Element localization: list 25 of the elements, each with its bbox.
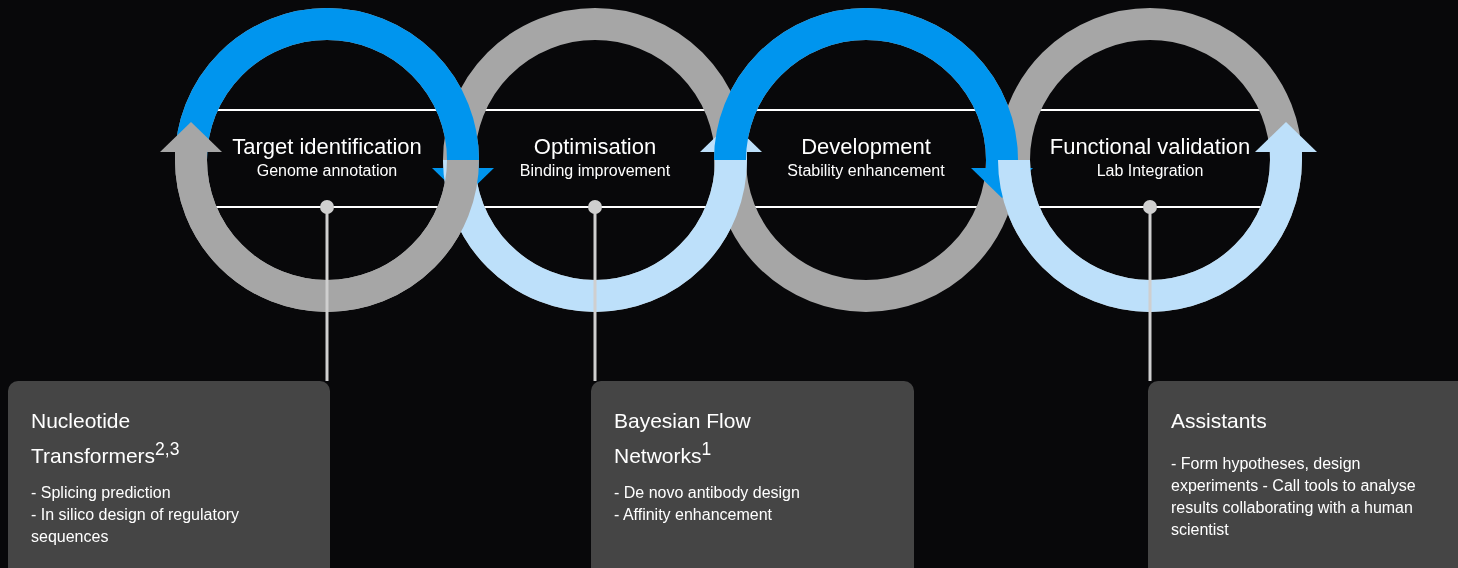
info-card: [8, 381, 330, 568]
card-text: - De novo antibody design: [614, 483, 800, 503]
card-title: Nucleotide Transformers$^{2,3}$: [31, 408, 181, 469]
card-text: - Form hypotheses, design experiments - Call tools to analyse results collaborating with a human scientist: [1171, 454, 1417, 540]
card-title: Bayesian Flow Networks$^{1}$: [614, 408, 752, 469]
cycle-arrow: [160, 122, 479, 312]
leader-line: [588, 200, 602, 381]
stage-subtitle: Binding improvement: [519, 161, 671, 181]
stage-subtitle: Lab Integration: [1096, 161, 1204, 181]
cycle-arrow: [998, 122, 1317, 312]
leader-line: [320, 200, 334, 381]
stage-subtitle: Genome annotation: [256, 161, 398, 181]
stage-title: Development: [801, 134, 931, 160]
info-card: [591, 381, 914, 568]
leader-line: [1143, 200, 1157, 381]
card-title: Assistants: [1171, 408, 1267, 434]
stage-subtitle: Stability enhancement: [787, 161, 945, 181]
card-text: - Splicing prediction: [31, 483, 171, 503]
card-text: - Affinity enhancement: [614, 505, 773, 525]
cycle-arrow: [714, 8, 1033, 198]
stage-title: Optimisation: [533, 134, 657, 160]
info-card: [1148, 381, 1458, 568]
stage-title: Functional validation: [1049, 134, 1251, 160]
stage-title: Target identification: [232, 134, 422, 160]
card-text: - In silico design of regulatory sequences: [31, 505, 241, 547]
